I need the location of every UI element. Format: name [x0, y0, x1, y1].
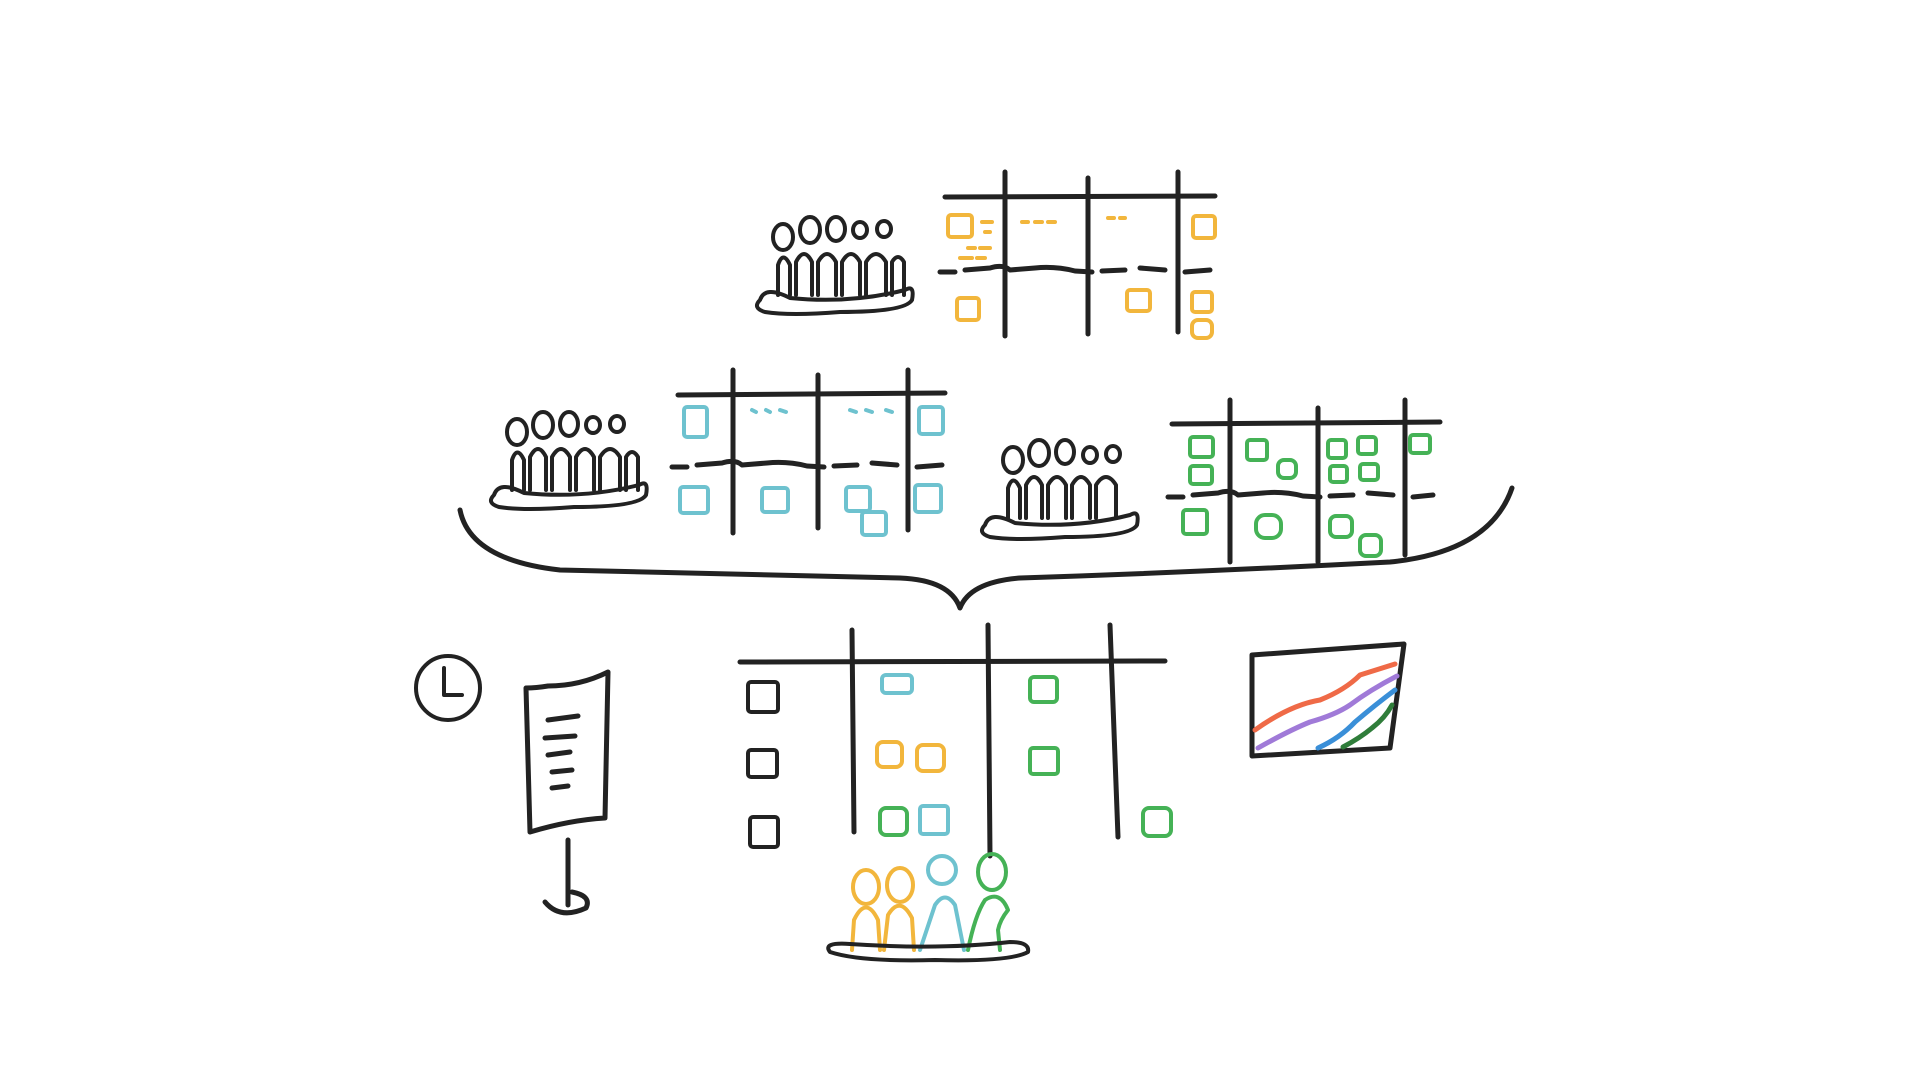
- sticky-note-icon: [913, 483, 943, 514]
- team-group-green: [979, 397, 1443, 565]
- kanban-board-icon: [937, 169, 1218, 339]
- sticky-note-icon: [958, 220, 994, 260]
- sticky-note-icon: [1254, 513, 1283, 540]
- sticky-note-icon: [844, 485, 872, 513]
- sticky-note-icon: [917, 405, 945, 436]
- brace-icon: [457, 485, 1515, 611]
- sticky-note-icon: [915, 743, 946, 773]
- kanban-board-icon: [1165, 397, 1443, 565]
- sticky-note-icon: [955, 296, 981, 322]
- sticky-note-icon: [875, 740, 904, 769]
- sticky-note-icon: [1191, 214, 1217, 240]
- sticky-note-icon: [1326, 438, 1348, 460]
- sticky-note-icon: [1328, 514, 1354, 539]
- sticky-note-icon: [748, 815, 780, 849]
- kanban-board-icon: [737, 622, 1168, 859]
- sticky-note-icon: [1358, 462, 1380, 482]
- sticky-note-icon: [682, 405, 709, 439]
- sticky-note-icon: [946, 213, 974, 239]
- sticky-notes-green: [1181, 433, 1432, 558]
- clock-icon: [414, 654, 482, 722]
- sticky-note-icon: [848, 408, 894, 414]
- sticky-notes-yellow: [946, 213, 1217, 340]
- sticky-note-icon: [1190, 290, 1214, 314]
- sticky-note-icon: [750, 408, 788, 414]
- sticky-notes-teal: [678, 405, 945, 537]
- team-group-yellow: [754, 169, 1218, 340]
- sticky-note-icon: [860, 510, 888, 537]
- team-base: [826, 940, 1031, 963]
- sticky-note-icon: [1245, 438, 1269, 462]
- team-group-icon: [979, 438, 1140, 541]
- sticky-note-icon: [1190, 318, 1214, 340]
- sticky-note-icon: [1188, 435, 1215, 459]
- sticky-note-icon: [1125, 288, 1152, 313]
- board-sticky-notes: [875, 673, 1173, 838]
- sticky-note-icon: [1141, 806, 1173, 838]
- sticky-note-icon: [1028, 746, 1060, 776]
- sticky-note-icon: [746, 748, 779, 779]
- sticky-note-icon: [1028, 675, 1059, 704]
- sticky-note-icon: [760, 486, 790, 514]
- sticky-note-icon: [880, 673, 914, 695]
- sticky-note-icon: [1358, 533, 1383, 558]
- team-group-icon: [850, 852, 1010, 952]
- team-group-icon: [488, 410, 649, 511]
- sticky-note-icon: [678, 485, 710, 515]
- sticky-note-icon: [1181, 508, 1209, 536]
- sticky-note-icon: [878, 806, 909, 837]
- kanban-board-icon: [669, 367, 948, 536]
- sticky-note-icon: [1188, 464, 1214, 486]
- sticky-note-icon: [1408, 433, 1432, 455]
- trend-chart-icon: [1249, 641, 1407, 759]
- team-group-icon: [754, 215, 915, 316]
- backlog-notes: [746, 680, 780, 849]
- sticky-note-icon: [918, 804, 950, 836]
- sticky-note-icon: [746, 680, 780, 714]
- sticky-note-icon: [1356, 435, 1378, 456]
- sticky-note-icon: [1328, 464, 1349, 484]
- sticky-note-icon: [1276, 458, 1298, 480]
- combined-board: [737, 622, 1173, 963]
- document-stand-icon: [523, 669, 611, 916]
- team-group-teal: [488, 367, 948, 537]
